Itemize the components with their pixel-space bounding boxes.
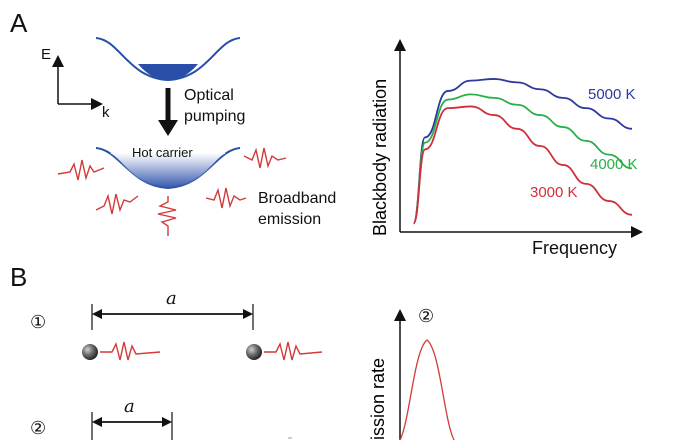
emission-label-line1: Broadband — [258, 190, 337, 207]
axis-e-label: E — [41, 46, 52, 63]
ek-axes — [52, 55, 103, 110]
spacing-label-row2: a — [124, 396, 135, 417]
atom-2 — [246, 344, 262, 360]
series-label-4000k: 4000 K — [590, 156, 638, 173]
hot-carrier-label: Hot carrier — [132, 145, 193, 160]
upper-band — [95, 37, 241, 82]
panel-letter-a: A — [10, 8, 28, 38]
series-3000k-line — [412, 105, 633, 225]
series-4000k-line — [412, 93, 633, 225]
atom-1 — [82, 344, 98, 360]
peak-marker: ② — [418, 306, 435, 326]
chart-xlabel: Frequency — [532, 238, 618, 258]
hot-carrier-band — [95, 147, 241, 190]
spacing-label-row1: a — [166, 288, 177, 309]
pumping-arrow — [158, 88, 178, 136]
row2-marker: ② — [30, 418, 47, 438]
emission-label-line2: emission — [258, 211, 322, 228]
emission-rate-plot — [394, 309, 455, 440]
series-label-5000k: 5000 K — [588, 86, 636, 103]
row1-schematic — [82, 304, 323, 361]
panel-letter-b: B — [10, 262, 28, 292]
chart-series-group — [412, 78, 633, 225]
pumping-label-line1: Optical — [184, 87, 234, 104]
chart-ylabel: Blackbody radiation — [370, 78, 390, 236]
row1-marker: ① — [30, 312, 47, 332]
series-5000k-line — [412, 78, 633, 225]
axis-k-label: k — [102, 104, 110, 121]
chart-axes — [394, 39, 643, 238]
pumping-label-line2: pumping — [184, 108, 246, 125]
row2-schematic — [91, 412, 292, 440]
emission-rate-ylabel: ission rate — [368, 357, 388, 440]
series-label-3000k: 3000 K — [530, 184, 578, 201]
emission-wavelets — [57, 147, 287, 236]
